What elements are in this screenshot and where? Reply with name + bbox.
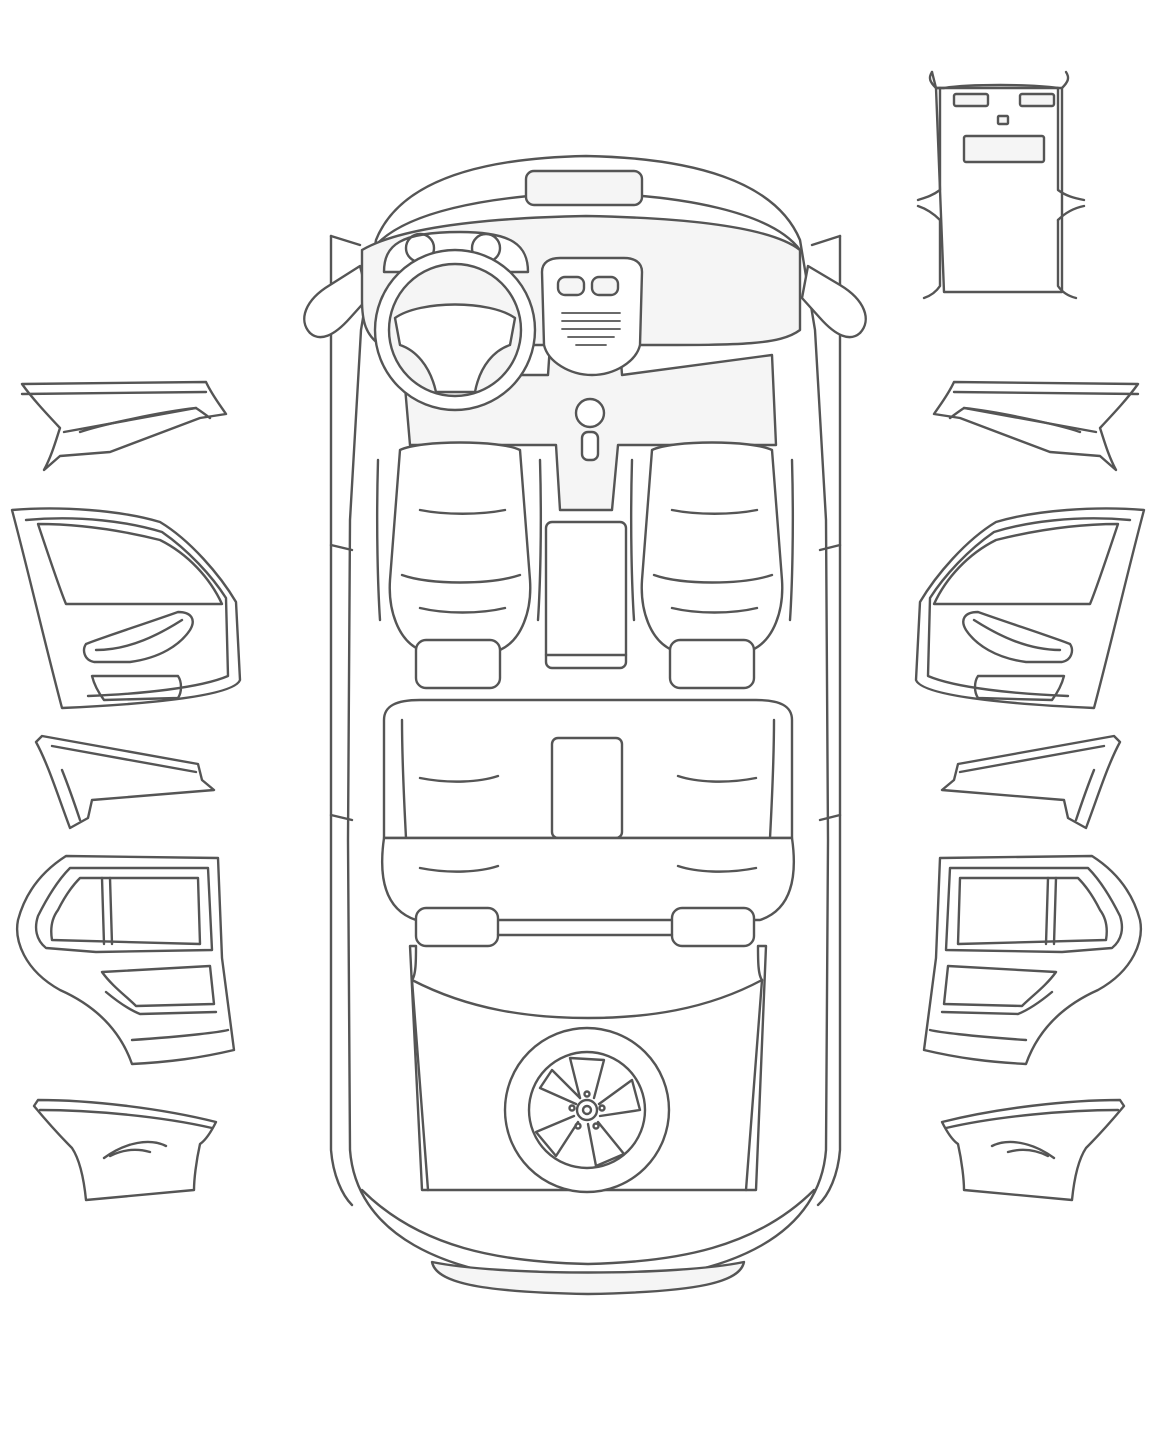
rear-bench-seat xyxy=(380,698,796,948)
right-a-pillar-trim xyxy=(932,380,1140,472)
left-rear-door-panel xyxy=(16,854,236,1066)
front-left-seat xyxy=(375,441,543,690)
center-console xyxy=(540,256,644,670)
right-mirror xyxy=(800,264,867,339)
front-right-seat xyxy=(629,441,795,690)
left-b-pillar-trim xyxy=(34,734,216,830)
left-mirror xyxy=(303,264,370,339)
left-front-door-panel xyxy=(10,507,242,710)
right-b-pillar-trim xyxy=(940,734,1122,830)
right-front-door-panel xyxy=(914,507,1146,710)
steering-wheel xyxy=(373,248,537,412)
left-a-pillar-trim xyxy=(20,380,228,472)
roof-headliner-panel xyxy=(916,70,1086,300)
right-c-pillar-trim xyxy=(940,1098,1126,1202)
right-rear-door-panel xyxy=(922,854,1142,1066)
left-c-pillar-trim xyxy=(32,1098,218,1202)
trunk-with-spare-wheel xyxy=(408,944,768,1194)
